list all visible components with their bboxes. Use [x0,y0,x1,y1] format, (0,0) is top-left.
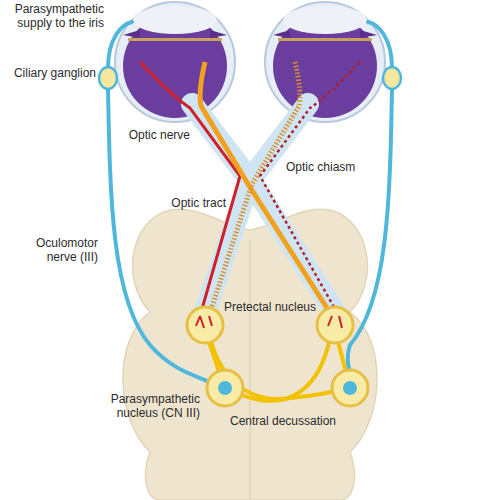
brainstem-groove [249,240,251,500]
pretectal-nucleus [317,307,353,343]
fibre-ending [328,316,342,328]
structure-label: Optic chiasm [286,160,376,174]
structure-label: Pretectal nucleus [222,300,318,314]
right-temporal-fibre [260,62,360,316]
nucleus-core [218,381,232,395]
fibre-ending [196,316,212,328]
structure-label: Oculomotor nerve (III) [14,236,98,264]
structure-label: Central decussation [228,414,338,428]
structure-label: Parasympathetic supply to the iris [4,2,104,30]
left-temporal-fibre [140,62,240,316]
right-eye [265,2,385,122]
structure-label: Ciliary ganglion [4,66,96,80]
parasympathetic-nucleus [332,370,368,406]
right-nasal-fibre [209,62,300,316]
nucleus-core [343,381,357,395]
oculomotor-nerve [108,22,392,382]
ciliary-ganglion [99,67,117,89]
left-eye [115,2,235,122]
structure-label: Optic nerve [118,128,190,142]
pretectal-nucleus [187,307,223,343]
left-nasal-fibre [200,62,332,316]
structure-label: Optic tract [160,196,226,210]
parasympathetic-nucleus [207,370,243,406]
ciliary-ganglion [383,67,401,89]
structure-label: Parasympathetic nucleus (CN III) [90,392,200,420]
